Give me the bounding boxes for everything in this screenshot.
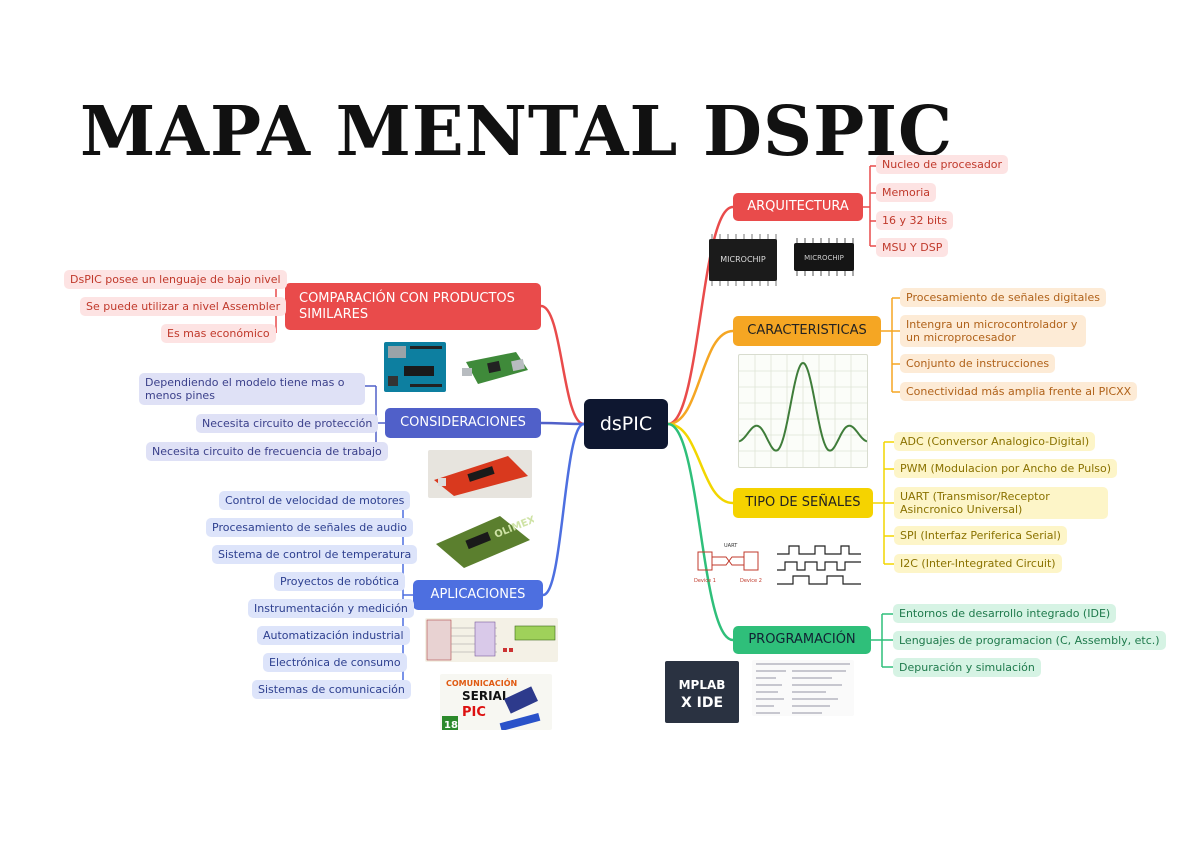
device-2-label: Device 2 bbox=[740, 578, 762, 584]
leaf-senales: UART (Transmisor/Receptor Asincronico Un… bbox=[894, 487, 1108, 519]
center-node: dsPIC bbox=[584, 399, 668, 449]
leaf-programacion: Depuración y simulación bbox=[893, 658, 1041, 677]
leaf-senales: I2C (Inter-Integrated Circuit) bbox=[894, 554, 1062, 573]
leaf-consideraciones: Necesita circuito de frecuencia de traba… bbox=[146, 442, 388, 461]
chip-brand-text: MICROCHIP bbox=[804, 254, 844, 262]
leaf-caracteristicas: Conjunto de instrucciones bbox=[900, 354, 1056, 373]
simulation-schematic-image bbox=[425, 618, 558, 662]
branch-comparacion: COMPARACIÓN CON PRODUCTOS SIMILARES bbox=[285, 283, 541, 330]
leaf-caracteristicas: Procesamiento de señales digitales bbox=[900, 288, 1106, 307]
leaf-comparacion: Se puede utilizar a nivel Assembler bbox=[80, 297, 287, 316]
leaf-programacion: Entornos de desarrollo integrado (IDE) bbox=[893, 604, 1117, 623]
leaf-aplicaciones: Electrónica de consumo bbox=[263, 653, 407, 672]
leaf-arquitectura: 16 y 32 bits bbox=[876, 211, 954, 230]
leaf-consideraciones: Dependiendo el modelo tiene mas o menos … bbox=[139, 373, 365, 405]
leaf-aplicaciones: Automatización industrial bbox=[257, 626, 410, 645]
leaf-comparacion: DsPIC posee un lenguaje de bajo nivel bbox=[64, 270, 287, 289]
uart-diagram-image: UART Device 1 Device 2 bbox=[692, 540, 766, 586]
branch-consideraciones: CONSIDERACIONES bbox=[385, 408, 541, 438]
bracket-line bbox=[881, 298, 893, 392]
uart-label: UART bbox=[724, 543, 738, 549]
raspberry-pi-image bbox=[458, 348, 532, 390]
leaf-arquitectura: Nucleo de procesador bbox=[876, 155, 1009, 174]
device-1-label: Device 1 bbox=[694, 578, 716, 584]
connector-line bbox=[666, 422, 735, 505]
mplab-logo-image: MPLAB X IDE bbox=[665, 661, 739, 723]
digital-waveform-image bbox=[775, 544, 863, 586]
code-screenshot-image bbox=[752, 660, 854, 716]
connector-line bbox=[666, 422, 735, 642]
connector-line bbox=[539, 304, 586, 426]
arduino-board-image bbox=[384, 342, 446, 392]
leaf-aplicaciones: Sistemas de comunicación bbox=[252, 680, 411, 699]
dspic-chip-image: MICROCHIP bbox=[792, 238, 856, 276]
signal-plot-image bbox=[738, 354, 868, 468]
leaf-caracteristicas: Conectividad más amplia frente al PICXX bbox=[900, 382, 1138, 401]
branch-programacion: PROGRAMACIÓN bbox=[733, 626, 871, 654]
serial-number: 18 bbox=[444, 720, 458, 730]
connector-line bbox=[541, 422, 586, 597]
serial-pic-text: PIC bbox=[462, 705, 486, 720]
connector-line bbox=[666, 205, 735, 426]
branch-arquitectura: ARQUITECTURA bbox=[733, 193, 863, 221]
leaf-caracteristicas: Intengra un microcontrolador y un microp… bbox=[900, 315, 1086, 347]
leaf-senales: ADC (Conversor Analogico-Digital) bbox=[894, 432, 1096, 451]
leaf-consideraciones: Necesita circuito de protección bbox=[196, 414, 379, 433]
leaf-aplicaciones: Instrumentación y medición bbox=[248, 599, 414, 618]
leaf-aplicaciones: Control de velocidad de motores bbox=[219, 491, 411, 510]
leaf-aplicaciones: Sistema de control de temperatura bbox=[212, 545, 418, 564]
connector-line bbox=[539, 421, 586, 426]
dev-board-red-image bbox=[428, 450, 532, 498]
serial-title: COMUNICACIÓN bbox=[446, 677, 517, 688]
page-title: MAPA MENTAL DSPIC bbox=[80, 92, 954, 172]
branch-tipo-de-senales: TIPO DE SEÑALES bbox=[733, 488, 873, 518]
dspic-chip-image: MICROCHIP bbox=[703, 232, 783, 288]
bracket-line bbox=[873, 442, 885, 564]
branch-aplicaciones: APLICACIONES bbox=[413, 580, 543, 610]
leaf-aplicaciones: Proyectos de robótica bbox=[274, 572, 406, 591]
olimex-board-image: OLIMEX bbox=[430, 510, 534, 570]
leaf-aplicaciones: Procesamiento de señales de audio bbox=[206, 518, 414, 537]
leaf-programacion: Lenguajes de programacion (C, Assembly, … bbox=[893, 631, 1166, 650]
mplab-line2: X IDE bbox=[681, 695, 723, 711]
leaf-senales: SPI (Interfaz Periferica Serial) bbox=[894, 526, 1067, 545]
leaf-arquitectura: MSU Y DSP bbox=[876, 238, 949, 257]
bracket-line bbox=[871, 614, 883, 667]
chip-brand-text: MICROCHIP bbox=[720, 255, 766, 264]
bracket-line bbox=[863, 166, 871, 246]
leaf-arquitectura: Memoria bbox=[876, 183, 937, 202]
leaf-senales: PWM (Modulacion por Ancho de Pulso) bbox=[894, 459, 1118, 478]
connector-line bbox=[666, 329, 735, 426]
serial-word: SERIAL bbox=[462, 689, 510, 703]
mplab-line1: MPLAB bbox=[679, 678, 726, 692]
branch-caracteristicas: CARACTERISTICAS bbox=[733, 316, 881, 346]
leaf-comparacion: Es mas económico bbox=[161, 324, 276, 343]
serial-communication-image: COMUNICACIÓN SERIAL PIC 18 bbox=[440, 674, 552, 730]
